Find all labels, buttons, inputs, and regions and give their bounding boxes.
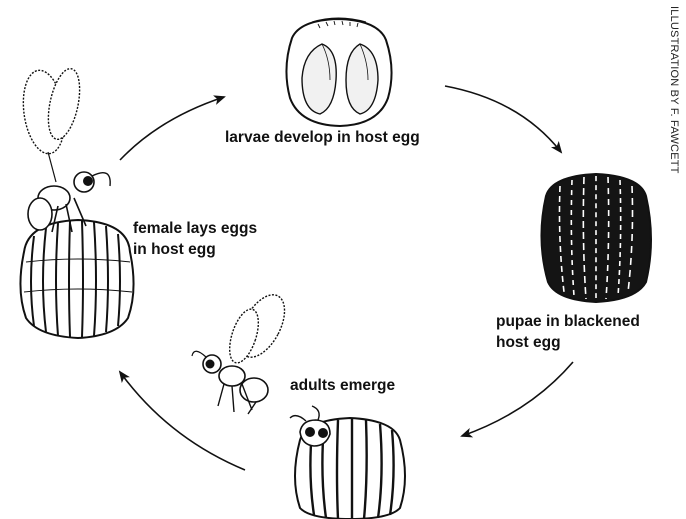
label-pupae-line2: host egg: [496, 332, 640, 353]
label-female-lays-line2: in host egg: [133, 239, 257, 260]
larva-right: [346, 44, 378, 114]
emerging-egg-illustration: [290, 406, 405, 519]
label-larvae-develop: larvae develop in host egg: [225, 127, 420, 148]
arrow-to-larvae: [120, 97, 224, 160]
arrow-to-pupae: [445, 86, 561, 152]
arrow-to-female: [120, 372, 245, 470]
illustration-credit: ILLUSTRATION BY F. FAWCETT: [668, 6, 680, 174]
larvae-egg-illustration: [286, 18, 391, 126]
female-wasp-illustration: [18, 66, 133, 338]
host-egg-left: [20, 220, 133, 338]
adult-wasp-illustration: [192, 288, 294, 414]
label-female-lays: female lays eggs in host egg: [133, 218, 257, 260]
label-pupae: pupae in blackened host egg: [496, 311, 640, 353]
label-pupae-line1: pupae in blackened: [496, 311, 640, 332]
blackened-egg-illustration: [541, 174, 651, 302]
label-female-lays-line1: female lays eggs: [133, 218, 257, 239]
arrow-to-emerge: [462, 362, 573, 436]
label-adults-emerge: adults emerge: [290, 375, 395, 396]
